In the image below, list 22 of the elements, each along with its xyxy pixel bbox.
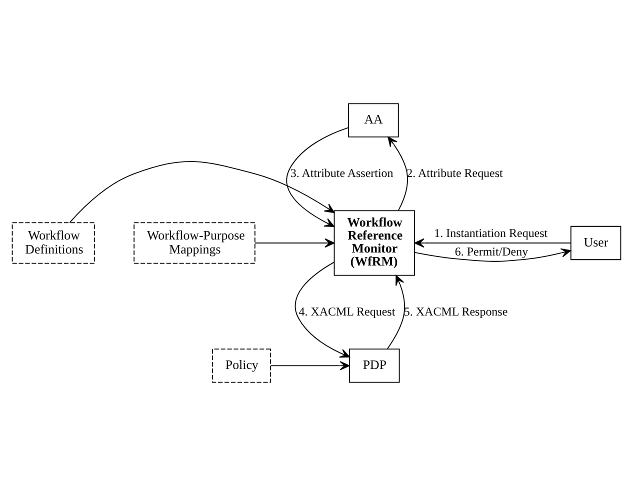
arrow <box>386 274 406 349</box>
edge-label: 3. Attribute Assertion <box>290 165 394 180</box>
arrow <box>270 360 350 370</box>
edge-label: 5. XACML Response <box>404 304 508 318</box>
arrow <box>414 238 572 248</box>
arrow <box>286 126 349 227</box>
edge-label: 2. Attribute Request <box>406 165 503 180</box>
node-box: PDP <box>349 348 400 382</box>
edge-label: 4. XACML Request <box>298 304 396 318</box>
node-box: AA <box>348 102 399 137</box>
node-box: Workflow Definitions <box>12 222 95 264</box>
arrow <box>254 238 335 248</box>
arrow <box>294 261 350 358</box>
node-box: Workflow Reference Monitor (WfRM) <box>334 210 415 276</box>
edge-label: 1. Instantiation Request <box>434 225 548 240</box>
node-box: Workflow-Purpose Mappings <box>134 222 256 264</box>
arrow <box>69 160 335 222</box>
node-box: User <box>570 225 622 260</box>
arrow <box>414 248 572 262</box>
arrow <box>388 136 408 211</box>
node-box: Policy <box>212 348 272 382</box>
edge-label: 6. Permit/Deny <box>454 244 528 258</box>
